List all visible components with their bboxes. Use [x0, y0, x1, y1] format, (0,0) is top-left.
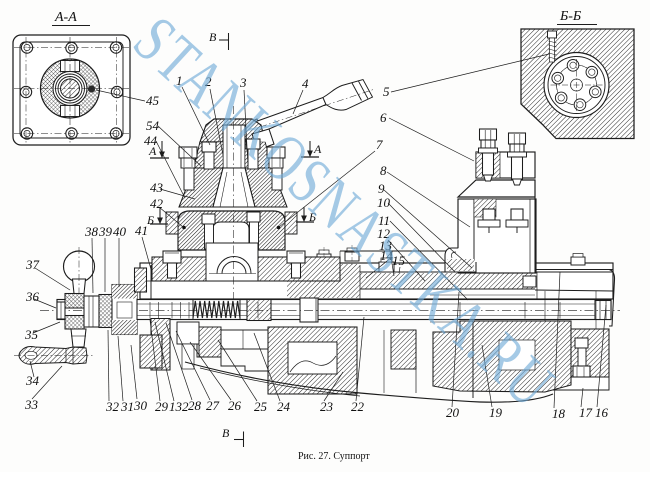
svg-text:1: 1 [176, 73, 183, 88]
svg-text:8: 8 [380, 163, 387, 178]
svg-text:22: 22 [351, 399, 365, 414]
svg-text:39: 39 [98, 224, 113, 239]
svg-text:Рис. 27. Суппорт: Рис. 27. Суппорт [298, 451, 370, 462]
svg-text:17: 17 [579, 405, 593, 420]
svg-text:5: 5 [383, 84, 390, 99]
svg-text:41: 41 [135, 223, 148, 238]
svg-text:35: 35 [24, 327, 39, 342]
svg-text:19: 19 [489, 405, 503, 420]
svg-text:4: 4 [302, 76, 309, 91]
svg-text:Б-Б: Б-Б [559, 9, 581, 24]
svg-text:13: 13 [379, 238, 393, 253]
svg-text:43: 43 [150, 180, 164, 195]
svg-text:27: 27 [206, 398, 220, 413]
svg-text:Б: Б [146, 213, 154, 227]
svg-text:31: 31 [120, 399, 134, 414]
svg-text:38: 38 [84, 224, 99, 239]
svg-text:А-А: А-А [54, 10, 77, 25]
svg-text:Б: Б [308, 210, 316, 224]
svg-text:34: 34 [25, 373, 40, 388]
svg-text:9: 9 [378, 181, 385, 196]
svg-text:28: 28 [188, 398, 202, 413]
svg-text:11: 11 [378, 213, 390, 228]
svg-text:А: А [313, 142, 322, 156]
svg-text:23: 23 [320, 399, 334, 414]
svg-text:14: 14 [380, 248, 394, 263]
svg-text:132: 132 [169, 399, 189, 414]
svg-text:32: 32 [105, 399, 120, 414]
svg-text:7: 7 [376, 137, 383, 152]
svg-text:54: 54 [146, 118, 160, 133]
svg-text:25: 25 [254, 399, 268, 414]
svg-text:2: 2 [205, 74, 212, 89]
svg-text:24: 24 [277, 399, 291, 414]
svg-text:26: 26 [228, 398, 242, 413]
svg-text:А: А [148, 144, 157, 158]
svg-text:6: 6 [380, 110, 387, 125]
svg-text:20: 20 [446, 405, 460, 420]
svg-text:36: 36 [25, 289, 40, 304]
svg-text:29: 29 [155, 399, 169, 414]
svg-text:30: 30 [133, 398, 148, 413]
svg-text:45: 45 [146, 93, 160, 108]
svg-text:40: 40 [113, 224, 127, 239]
svg-text:В: В [209, 30, 217, 44]
svg-text:В: В [222, 426, 230, 440]
svg-text:16: 16 [595, 405, 609, 420]
svg-text:18: 18 [552, 406, 566, 421]
svg-text:42: 42 [150, 196, 164, 211]
svg-text:3: 3 [239, 75, 247, 90]
svg-text:44: 44 [144, 133, 158, 148]
svg-text:12: 12 [377, 226, 391, 241]
svg-text:15: 15 [392, 253, 406, 268]
svg-text:10: 10 [377, 195, 391, 210]
svg-text:33: 33 [24, 397, 39, 412]
